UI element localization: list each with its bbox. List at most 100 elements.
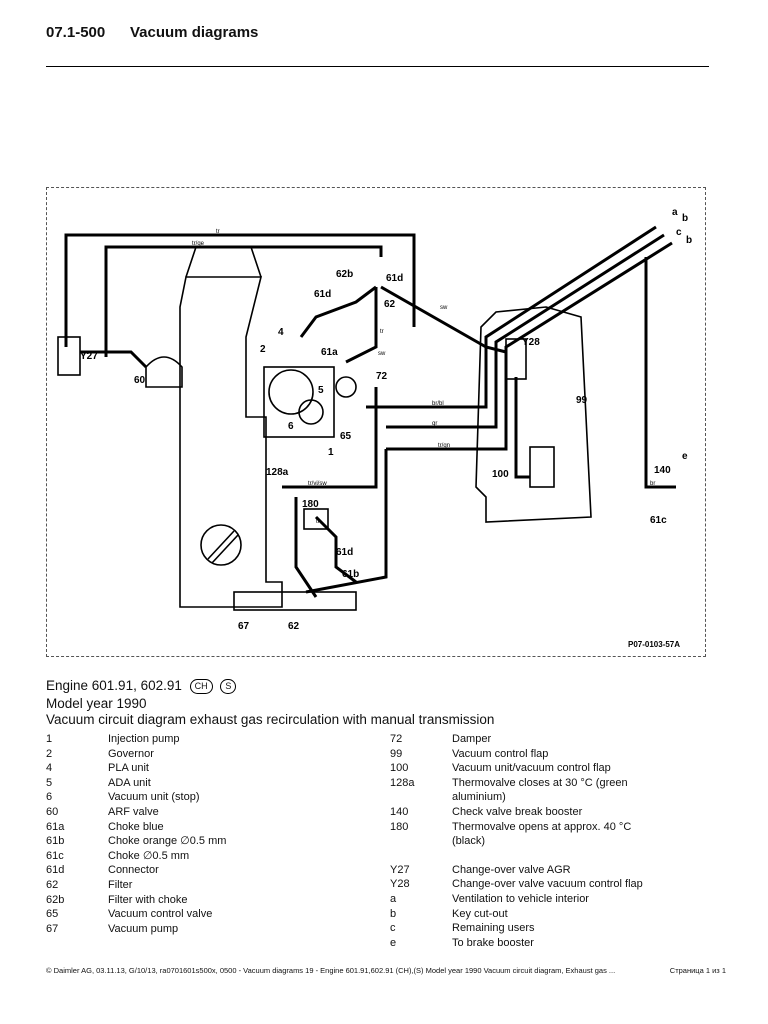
line-label-br-bl: br/bl <box>432 401 444 407</box>
engine-block <box>179 276 283 608</box>
caption-title: Vacuum circuit diagram exhaust gas recir… <box>46 712 495 727</box>
legend-value: Thermovalve opens at approx. 40 °C (blac… <box>452 820 632 848</box>
legend-value: Change-over valve AGR <box>452 863 571 876</box>
callout-5: 5 <box>318 385 324 396</box>
legend-row: c Remaining users <box>390 921 662 936</box>
line-top <box>64 233 416 347</box>
legend-key: 72 <box>390 733 403 745</box>
legend-key: Y27 <box>390 863 410 876</box>
line-label-tr-ge: tr/ge <box>192 241 205 247</box>
callout-61d-c: 61d <box>336 547 353 558</box>
callout-61a: 61a <box>321 347 338 358</box>
callout-62-bottom: 62 <box>288 621 300 632</box>
callout-2: 2 <box>260 344 266 355</box>
callout-y27: Y27 <box>80 351 98 362</box>
section-number: 07.1-500 <box>46 24 106 41</box>
legend-value: Remaining users <box>452 922 535 935</box>
callout-128a: 128a <box>266 467 289 478</box>
callout-65: 65 <box>340 431 352 442</box>
legend-key: 5 <box>46 776 53 789</box>
legend-key: 61c <box>46 849 64 862</box>
callout-72: 72 <box>376 371 388 382</box>
legend-key: 61a <box>46 820 65 833</box>
legend-value: To brake booster <box>452 936 534 949</box>
legend-value: PLA unit <box>108 762 149 775</box>
legend-value: Vacuum unit/vacuum control flap <box>452 762 611 775</box>
callout-b: b <box>682 213 688 224</box>
legend-value: Governor <box>108 747 154 760</box>
legend-key: 67 <box>46 922 59 935</box>
callout-61b: 61b <box>342 569 359 580</box>
line-label-gr: gr <box>432 421 437 427</box>
callout-62-top: 62 <box>384 299 396 310</box>
line-label-br: br <box>650 481 655 487</box>
thermovalve-180 <box>303 508 329 530</box>
callout-67: 67 <box>238 621 250 632</box>
page-footer: © Daimler AG, 03.11.13, G/10/13, ra07016… <box>46 966 726 975</box>
legend-key: 99 <box>390 747 403 760</box>
callout-100: 100 <box>492 469 509 480</box>
legend-value: Choke orange ∅0.5 mm <box>108 835 227 848</box>
badge-ch: CH <box>189 678 213 694</box>
legend-key: 61b <box>46 835 65 848</box>
legend-key: 61d <box>46 864 65 877</box>
figure-id: P07-0103-57A <box>628 640 680 649</box>
footer-page-number: Страница 1 из 1 <box>669 966 726 975</box>
legend-value: Ventilation to vehicle interior <box>452 892 589 905</box>
legend-key: c <box>390 922 396 935</box>
callout-60: 60 <box>134 375 146 386</box>
legend-row: 61b Choke orange ∅0.5 mm <box>46 834 308 849</box>
legend-value: Change-over valve vacuum control flap <box>452 878 643 891</box>
callout-140: 140 <box>654 465 671 476</box>
legend-key: a <box>390 892 397 905</box>
legend-value: Vacuum control valve <box>108 908 213 921</box>
legend-key: 140 <box>390 805 409 818</box>
callout-180: 180 <box>302 499 319 510</box>
legend-key: Y28 <box>390 878 410 891</box>
legend-row: 2 Governor <box>46 747 308 762</box>
legend-key: 100 <box>390 762 409 775</box>
legend-value: Filter with choke <box>108 893 188 906</box>
callout-99: 99 <box>576 395 588 406</box>
vacuum-pump <box>233 591 357 611</box>
oil-filler-cap <box>200 524 242 566</box>
callout-y28: Y28 <box>522 337 540 348</box>
line-label-tr-gn: tr/gn <box>438 443 450 449</box>
vacuum-diagram: a b c b Y27 60 2 4 61a 5 6 65 1 62b 61d … <box>57 207 692 649</box>
legend-value: Vacuum unit (stop) <box>108 791 200 804</box>
legend-row: 100 Vacuum unit/vacuum control flap <box>390 761 662 776</box>
legend-key: b <box>390 907 397 920</box>
engine-text: Engine 601.91, 602.91 <box>46 678 182 693</box>
footer-source: © Daimler AG, 03.11.13, G/10/13, ra07016… <box>46 966 616 975</box>
legend-key: 65 <box>46 908 59 921</box>
legend-value: Key cut-out <box>452 907 508 920</box>
legend-row: a Ventilation to vehicle interior <box>390 892 662 907</box>
arf-valve <box>145 356 183 388</box>
callout-4: 4 <box>278 327 284 338</box>
legend-key: 2 <box>46 747 53 760</box>
injection-pump <box>263 366 335 438</box>
callout-c: c <box>676 227 682 238</box>
page-title: Vacuum diagrams <box>130 24 259 41</box>
legend-row: 140 Check valve break booster <box>390 805 662 820</box>
line-label-tr-a: tr <box>216 229 220 235</box>
line-label-sw-b: sw <box>378 351 386 357</box>
legend-value: Check valve break booster <box>452 805 583 818</box>
legend-row: Y27 Change-over valve AGR <box>390 863 662 878</box>
legend-row: b Key cut-out <box>390 907 662 922</box>
cylinder-head <box>475 306 592 523</box>
